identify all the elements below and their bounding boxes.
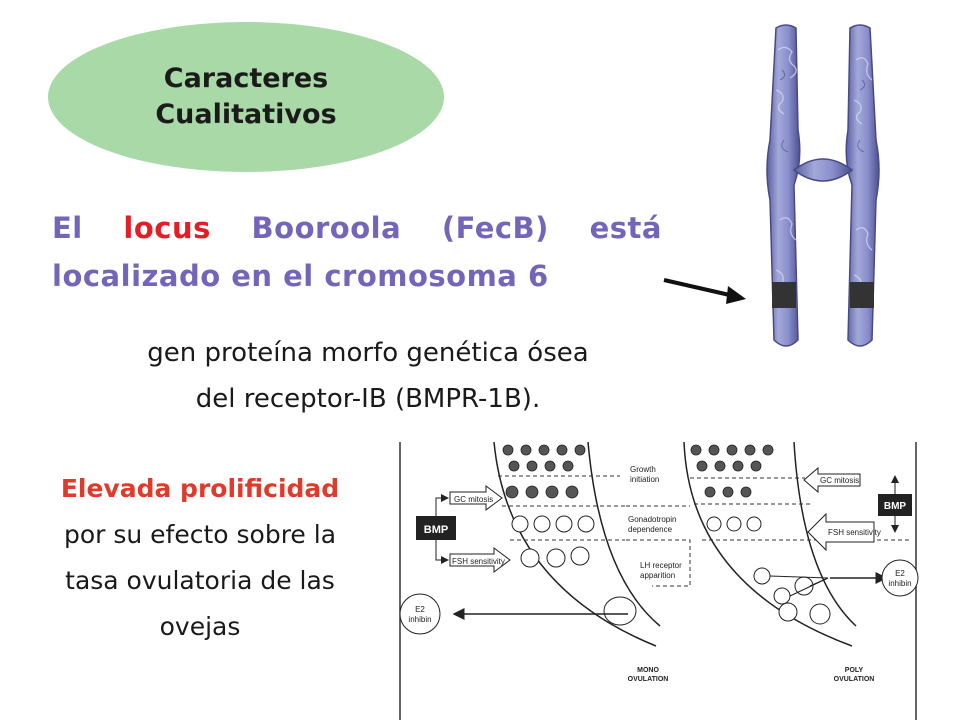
headline: El locus Booroola (FecB) está localizado… bbox=[52, 204, 662, 300]
chromosome-image bbox=[766, 24, 880, 347]
headline-locus: locus bbox=[123, 211, 211, 245]
gc-mitosis-right: GC mitosis bbox=[820, 476, 859, 485]
gonadotropin-label-1: Gonadotropin bbox=[628, 515, 676, 524]
headline-line-1: El locus Booroola (FecB) está bbox=[52, 204, 662, 252]
headline-word: (FecB) bbox=[441, 211, 549, 245]
e2-right: E2 bbox=[895, 569, 905, 578]
headline-word: Booroola bbox=[251, 211, 402, 245]
ovulation-diagram: BMP BMP GC mitosis FSH sensitivity GC mi… bbox=[399, 441, 919, 720]
effect-highlight: Elevada prolificidad bbox=[60, 474, 340, 503]
mono-label-2: OVULATION bbox=[628, 676, 669, 683]
gene-line-1: gen proteína morfo genética ósea bbox=[147, 338, 589, 368]
badge-line-1: Caracteres bbox=[163, 63, 329, 94]
mono-label-1: MONO bbox=[637, 667, 659, 674]
growth-label-1: Growth bbox=[630, 465, 656, 474]
e2-left: E2 bbox=[415, 605, 425, 614]
arrow-icon bbox=[663, 278, 746, 304]
effect-line-3: tasa ovulatoria de las bbox=[65, 566, 335, 595]
lh-label-1: LH receptor bbox=[640, 561, 682, 570]
lh-label-2: apparition bbox=[640, 571, 675, 580]
inhibin-left: inhibin bbox=[408, 615, 431, 624]
bmp-label-right: BMP bbox=[884, 501, 907, 512]
gene-line-2: del receptor-IB (BMPR-1B). bbox=[195, 384, 541, 414]
fsh-sensitivity-right: FSH sensitivity bbox=[828, 528, 881, 537]
gc-mitosis-left: GC mitosis bbox=[454, 495, 493, 504]
headline-line-2: localizado en el cromosoma 6 bbox=[52, 259, 549, 293]
bmp-label-left: BMP bbox=[424, 524, 448, 536]
headline-word: El bbox=[52, 211, 83, 245]
effect-text: Elevada prolificidad por su efecto sobre… bbox=[14, 466, 386, 650]
poly-label-1: POLY bbox=[845, 667, 864, 674]
inhibin-right: inhibin bbox=[888, 579, 911, 588]
fsh-sensitivity-left: FSH sensitivity bbox=[452, 557, 505, 566]
gonadotropin-label-2: dependence bbox=[628, 525, 673, 534]
headline-word: está bbox=[589, 211, 662, 245]
effect-line-4: ovejas bbox=[159, 612, 241, 641]
gene-description: gen proteína morfo genética ósea del rec… bbox=[48, 330, 688, 422]
poly-label-2: OVULATION bbox=[834, 676, 875, 683]
growth-label-2: initiation bbox=[630, 475, 659, 484]
badge-line-2: Cualitativos bbox=[155, 99, 337, 130]
effect-line-2: por su efecto sobre la bbox=[63, 520, 337, 549]
title-badge: Caracteres Cualitativos bbox=[48, 22, 444, 172]
